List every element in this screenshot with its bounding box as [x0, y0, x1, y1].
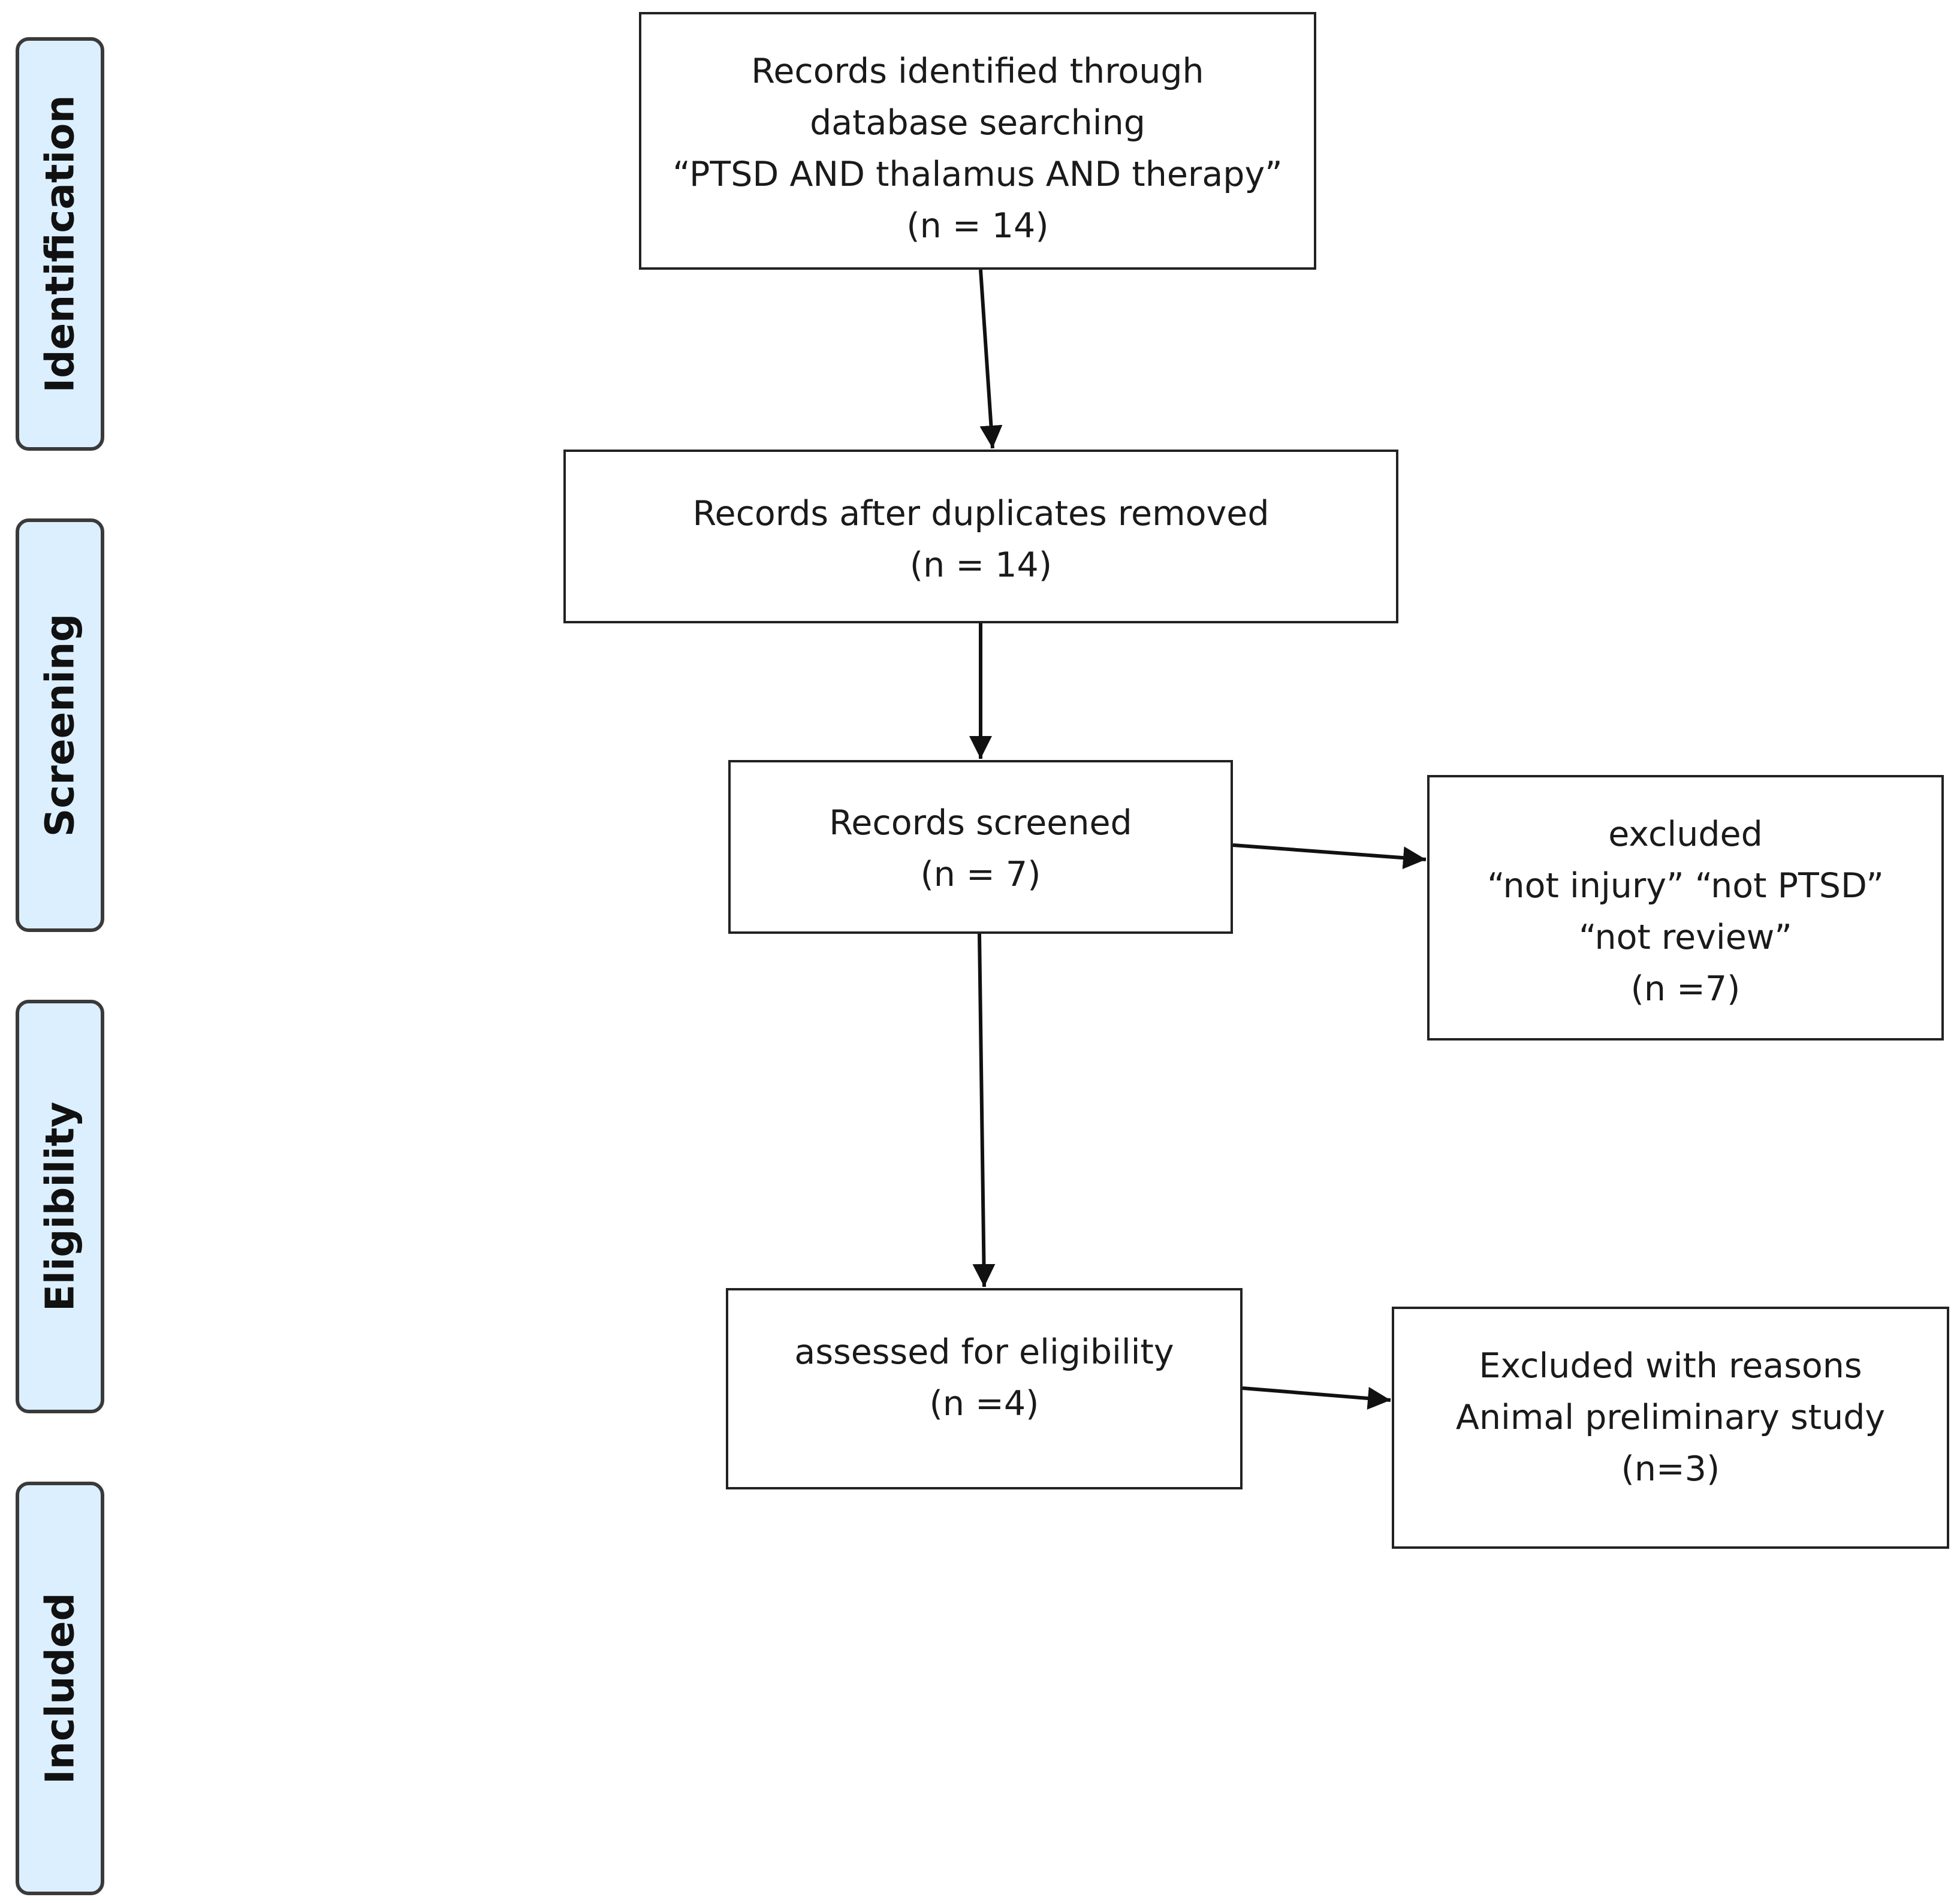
excluded-reasons-box: Excluded with reasons Animal preliminary…	[1392, 1307, 1949, 1549]
excluded-reasons-count: (n=3)	[1621, 1449, 1720, 1489]
screened-count: (n = 7)	[920, 855, 1041, 894]
eligibility-line1: assessed for eligibility	[794, 1332, 1174, 1372]
duplicates-removed-box: Records after duplicates removed (n = 14…	[563, 450, 1398, 623]
phase-screening: Screening	[16, 518, 104, 932]
identified-line1: Records identified through	[751, 52, 1204, 91]
eligibility-count: (n =4)	[929, 1384, 1039, 1424]
identified-line3: “PTSD AND thalamus AND therapy”	[673, 155, 1283, 194]
arrow-screened-to-excluded	[1232, 843, 1427, 870]
excluded-reasons-line1: Excluded with reasons	[1479, 1346, 1862, 1386]
arrow-eligibility-to-excluded	[1242, 1386, 1391, 1410]
screened-line1: Records screened	[829, 803, 1132, 843]
excluded-screening-line2: “not injury” “not PTSD”	[1487, 866, 1884, 906]
phase-eligibility: Eligibility	[16, 1000, 104, 1413]
phase-identification: Identification	[16, 37, 104, 451]
phase-included: Included	[16, 1482, 104, 1895]
arrow-screened-to-eligibility	[972, 933, 996, 1287]
identified-line2: database searching	[810, 103, 1145, 143]
arrow-identified-to-duplicates	[979, 269, 1003, 449]
identified-box: Records identified through database sear…	[639, 12, 1316, 270]
duplicates-removed-line1: Records after duplicates removed	[692, 494, 1270, 533]
excluded-screening-count: (n =7)	[1630, 969, 1741, 1009]
identified-count: (n = 14)	[906, 206, 1049, 246]
eligibility-box: assessed for eligibility (n =4)	[726, 1288, 1243, 1489]
screened-box: Records screened (n = 7)	[728, 760, 1233, 934]
excluded-reasons-line2: Animal preliminary study	[1455, 1398, 1886, 1437]
duplicates-removed-count: (n = 14)	[909, 545, 1053, 585]
excluded-screening-line1: excluded	[1608, 815, 1763, 854]
excluded-screening-box: excluded “not injury” “not PTSD” “not re…	[1427, 775, 1944, 1041]
excluded-screening-line3: “not review”	[1579, 918, 1792, 957]
